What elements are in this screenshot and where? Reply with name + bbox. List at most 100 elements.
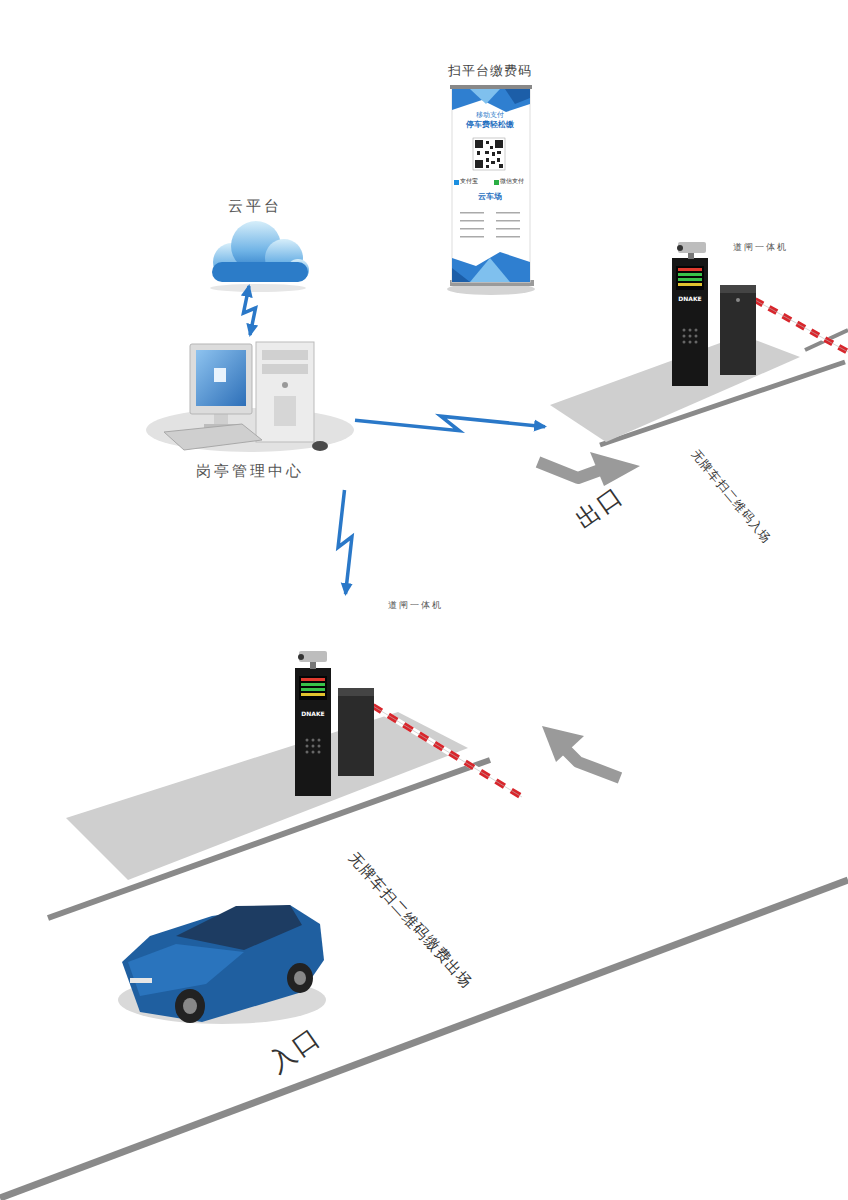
- payment-banner: [452, 268, 470, 282]
- gate-machine: [312, 745, 315, 748]
- payment-banner: [495, 140, 503, 148]
- payment-banner: [486, 165, 489, 168]
- gate-machine: [683, 335, 686, 338]
- computer-icon: [262, 364, 308, 374]
- payment-banner: [470, 89, 500, 104]
- gate-machine: [689, 341, 692, 344]
- gate-machine: [318, 751, 321, 754]
- gate-machine: [373, 706, 522, 797]
- gate-machine: [298, 654, 304, 660]
- gate-machine: [755, 300, 848, 352]
- payment-banner: [460, 212, 484, 214]
- payment-banner: [497, 158, 500, 162]
- gate-machine: [695, 329, 698, 332]
- computer-icon: [282, 382, 288, 388]
- car: [183, 998, 197, 1014]
- cloud-platform: 云平台: [195, 198, 315, 286]
- payment-banner: [477, 151, 480, 155]
- payment-banner: [497, 151, 501, 154]
- gate-machine: [695, 335, 698, 338]
- computer-icon: [214, 368, 226, 382]
- gate-machine: [301, 678, 325, 681]
- gate-machine: [306, 745, 309, 748]
- gate-machine: [695, 341, 698, 344]
- turn-arrows: [590, 452, 640, 486]
- lane-note: 无牌车扫二维码入场: [687, 448, 773, 546]
- computer-icon: [274, 396, 296, 426]
- signal-arrow: [355, 416, 545, 431]
- payment-banner: 扫平台缴费码移动支付停车费轻松缴支付宝微信支付云车场: [440, 58, 540, 290]
- gate-machine: [373, 706, 522, 797]
- turn-arrows: [538, 462, 600, 478]
- cloud-icon: [210, 221, 309, 292]
- computer-icon: [146, 342, 354, 452]
- gate-machine: [299, 676, 327, 700]
- gate-machine: [678, 283, 702, 286]
- payment-banner: [460, 220, 484, 222]
- turn-arrows: [542, 726, 584, 762]
- gate-machine: [688, 252, 694, 259]
- banner-heading: 扫平台缴费码: [440, 64, 540, 79]
- gate-machine: [720, 285, 756, 375]
- payment-banner: [491, 161, 495, 164]
- gate-machine: [672, 258, 708, 386]
- gate-unit: 道闸一体机 DNAKE: [545, 236, 810, 441]
- exit-marking: 出口: [571, 482, 629, 534]
- ground-pads: [66, 335, 800, 880]
- gate-machine: [678, 278, 702, 281]
- payment-banner: [452, 89, 530, 112]
- gate-machine: [689, 335, 692, 338]
- cloud-icon: [212, 262, 308, 282]
- car: [294, 971, 306, 985]
- turn-arrows: [566, 750, 620, 778]
- payment-banner: [496, 228, 520, 230]
- booth-center: 岗亭管理中心: [145, 335, 355, 490]
- car: [287, 963, 313, 993]
- computer-icon: [312, 441, 328, 451]
- signal-arrow: [243, 286, 255, 335]
- gate-machine: [306, 751, 309, 754]
- brand-logo: DNAKE: [672, 296, 708, 303]
- payment-banner: [494, 180, 499, 185]
- payment-banner: [496, 212, 520, 214]
- computer-icon: [196, 350, 246, 406]
- payment-banner: [486, 141, 489, 144]
- signal-arrow: [338, 490, 352, 594]
- node-label: 道闸一体机: [720, 242, 800, 252]
- payment-banner: [505, 89, 530, 104]
- computer-icon: [256, 342, 314, 442]
- payment-banner: [460, 236, 484, 238]
- payment-banner: [460, 228, 484, 230]
- payment-banner: [475, 140, 483, 148]
- computer-icon: [164, 424, 262, 450]
- cloud-icon: [210, 284, 306, 292]
- gate-machine: [310, 662, 316, 669]
- banner-text: 移动支付: [440, 111, 540, 119]
- payment-banner: [452, 252, 530, 282]
- gate-machine: [720, 285, 756, 293]
- car: [176, 905, 302, 950]
- payment-name: 微信支付: [500, 178, 532, 185]
- payment-banner: [473, 138, 505, 170]
- payment-banner: [499, 164, 503, 168]
- gate-machine: [338, 688, 374, 696]
- payment-banner: [492, 152, 495, 156]
- gate-machine: [299, 651, 327, 662]
- gate-machine: [301, 688, 325, 691]
- gate-machine: [312, 739, 315, 742]
- gate-machine: [683, 329, 686, 332]
- turn-arrows: [538, 452, 640, 778]
- car: [122, 905, 324, 1022]
- car: [175, 989, 205, 1023]
- banner-text: 云车场: [440, 192, 540, 201]
- computer-icon: [190, 344, 252, 414]
- node-label: 岗亭管理中心: [145, 463, 355, 480]
- gate-unit: 道闸一体机DNAKE: [290, 594, 475, 800]
- gate-machine: [301, 693, 325, 696]
- car: [130, 978, 152, 983]
- gate-machine: [373, 706, 522, 797]
- gate-machine: [678, 273, 702, 276]
- road-lines: [0, 330, 848, 1198]
- gate-machine: [338, 688, 374, 776]
